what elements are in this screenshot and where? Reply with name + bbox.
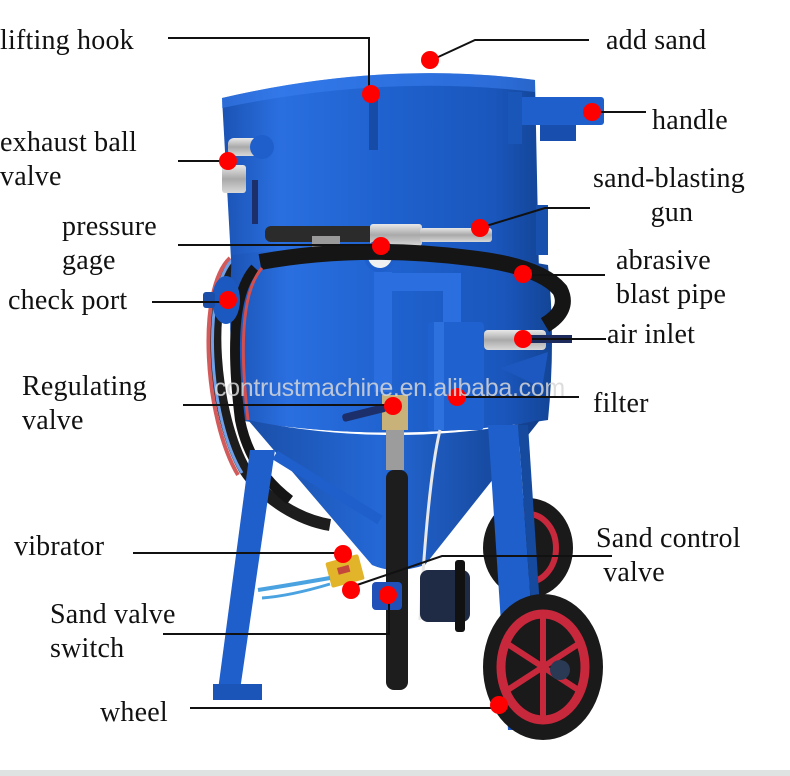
- label-abrasive-blast-pipe: abrasive blast pipe: [616, 245, 727, 310]
- watermark-text: contrustmachine.en.alibaba.com: [214, 374, 565, 402]
- leader-line-add-sand: [435, 39, 589, 59]
- label-add-sand: add sand: [606, 25, 707, 56]
- riser-pipe: [374, 272, 392, 392]
- marker-dot-add-sand: [421, 51, 439, 69]
- marker-dot-abrasive-blast-pipe: [514, 265, 532, 283]
- label-air-inlet: air inlet: [607, 319, 696, 350]
- label-sand-valve-switch: Sand valve switch: [50, 599, 176, 664]
- marker-dot-lifting-hook: [362, 85, 380, 103]
- marker-dot-filter: [448, 388, 466, 406]
- leader-line-sand-valve-switch: [163, 603, 390, 635]
- marker-dot-sand-valve-switch: [379, 586, 397, 604]
- leader-line-sand-blasting-gun: [485, 207, 590, 227]
- label-sand-control-valve: Sand control valve: [596, 523, 741, 588]
- marker-dot-vibrator: [334, 545, 352, 563]
- leader-line-lifting-hook: [168, 37, 370, 88]
- marker-dot-sand-blasting-gun: [471, 219, 489, 237]
- marker-dot-pressure-gage: [372, 237, 390, 255]
- bottom-divider: [0, 770, 790, 776]
- marker-dot-exhaust-ball-valve: [219, 152, 237, 170]
- label-check-port: check port: [8, 285, 128, 316]
- marker-dot-wheel: [490, 696, 508, 714]
- label-regulating-valve: Regulating valve: [22, 371, 147, 436]
- label-lifting-hook: lifting hook: [0, 25, 134, 56]
- label-vibrator: vibrator: [14, 531, 105, 562]
- marker-dot-sand-control-valve: [342, 581, 360, 599]
- label-sand-blasting-gun: sand-blasting gun: [593, 163, 745, 228]
- marker-dots: [219, 51, 601, 714]
- front-left-leg: [218, 450, 275, 690]
- lifting-hook-tab: [369, 95, 378, 150]
- label-wheel: wheel: [100, 697, 168, 728]
- marker-dot-air-inlet: [514, 330, 532, 348]
- label-exhaust-ball-valve: exhaust ball valve: [0, 127, 137, 192]
- label-filter: filter: [593, 388, 649, 419]
- abrasive-hose-vertical: [386, 470, 408, 690]
- marker-dot-handle: [583, 103, 601, 121]
- front-wheel: [483, 594, 603, 740]
- leader-line-sand-control-valve: [356, 555, 612, 586]
- marker-dot-check-port: [219, 291, 237, 309]
- marker-dot-regulating-valve: [384, 397, 402, 415]
- handle-bar: [516, 97, 604, 125]
- abrasive-hose: [258, 243, 571, 332]
- label-pressure-gage: pressure gage: [62, 211, 157, 276]
- label-handle: handle: [652, 105, 728, 136]
- leader-lines: [133, 37, 646, 709]
- blast-gun: [265, 224, 492, 246]
- exhaust-valve: [222, 135, 274, 224]
